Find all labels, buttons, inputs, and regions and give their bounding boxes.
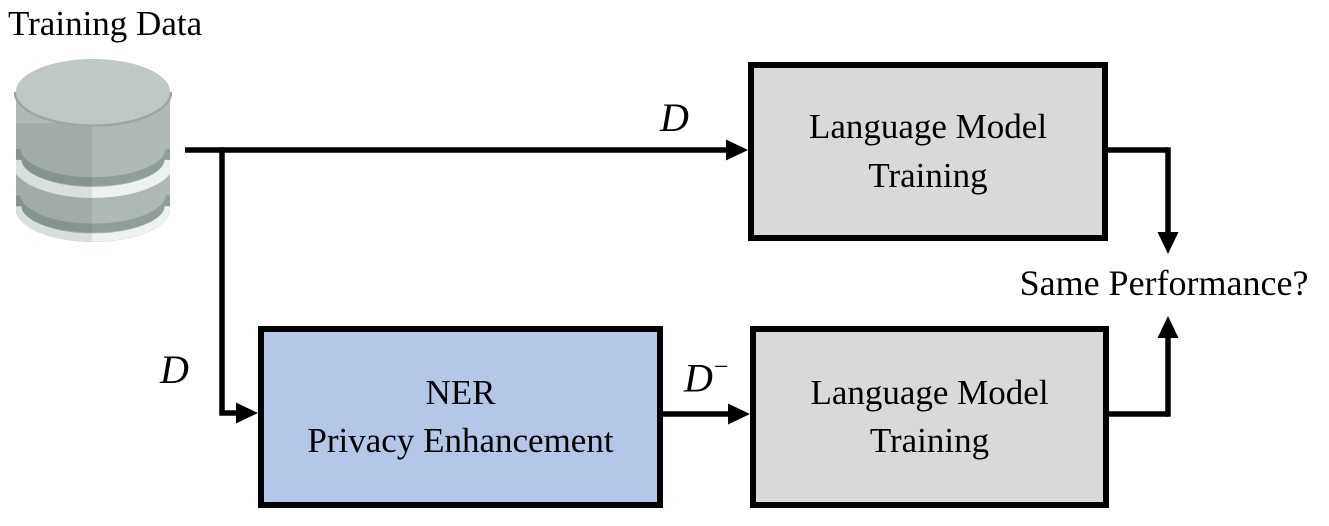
dataset-label-top-arrow: D [660, 95, 689, 140]
dataset-minus-base: D [684, 355, 713, 401]
dataset-label-branch-arrow: D [160, 347, 189, 392]
node-label-line2: Training [869, 421, 990, 460]
dataset-minus-superscript: − [713, 352, 729, 381]
node-language-model-training-top: Language Model Training [748, 62, 1108, 241]
node-label-line2: Training [868, 155, 988, 195]
node-label-line1: Language Model [810, 372, 1049, 412]
database-icon [14, 59, 172, 242]
node-ner-privacy-enhancement: NER Privacy Enhancement [258, 326, 663, 508]
training-data-label: Training Data [8, 4, 203, 43]
node-label-line1: NER [425, 372, 496, 412]
dataset-minus-label: D− [684, 352, 729, 401]
node-language-model-training-bottom: Language Model Training [750, 326, 1109, 508]
node-label-line2: Privacy Enhancement [307, 421, 614, 460]
node-label-line1: Language Model [808, 107, 1048, 147]
same-performance-question: Same Performance? [1019, 263, 1309, 303]
